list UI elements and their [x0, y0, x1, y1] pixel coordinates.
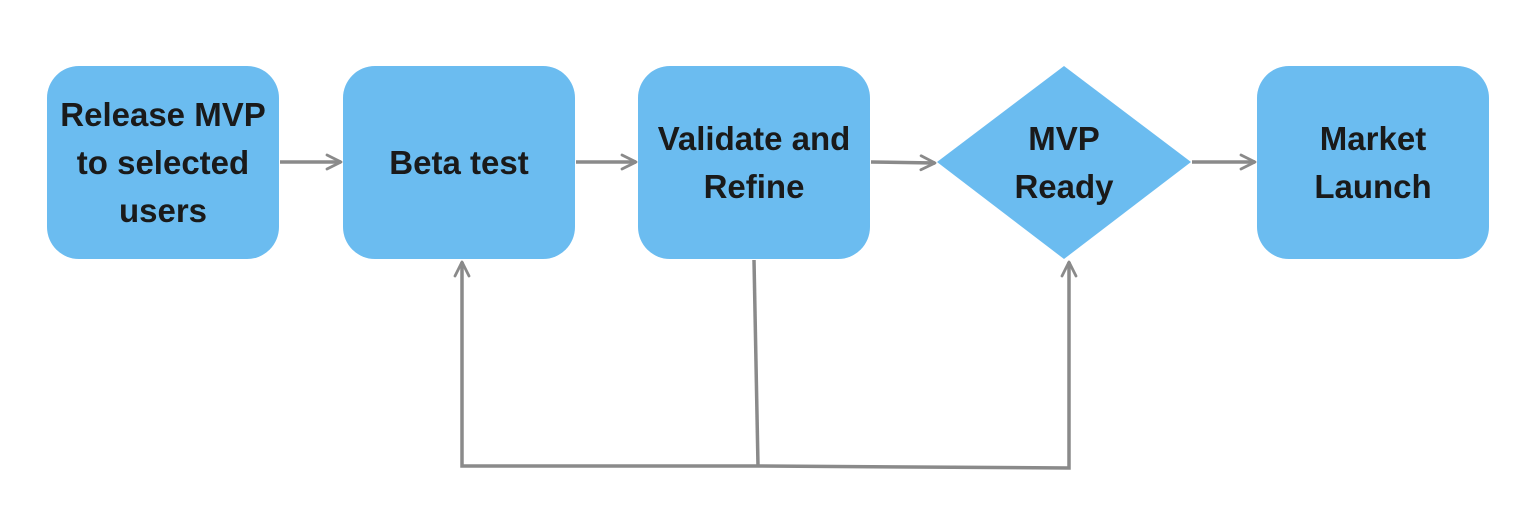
node-mvp-ready-label: MVP Ready [1014, 119, 1114, 205]
node-market-launch: Market Launch [1257, 66, 1489, 259]
loop-line-from-validate [752, 259, 760, 467]
node-validate-refine: Validate and Refine [638, 66, 870, 259]
node-release-mvp-label: Release MVP to selected users [60, 95, 266, 229]
node-validate-refine-label: Validate and Refine [657, 119, 851, 205]
node-beta-test: Beta test [343, 66, 575, 259]
loop-arrow-to-ready [757, 260, 1078, 470]
node-market-launch-label: Market Launch [1314, 119, 1432, 205]
node-beta-test-label: Beta test [389, 143, 529, 181]
loop-arrow-to-beta [453, 260, 758, 468]
mvp-ready-diamond [937, 66, 1191, 259]
arrow-validate-to-ready [870, 154, 937, 172]
node-release-mvp: Release MVP to selected users [47, 66, 279, 259]
